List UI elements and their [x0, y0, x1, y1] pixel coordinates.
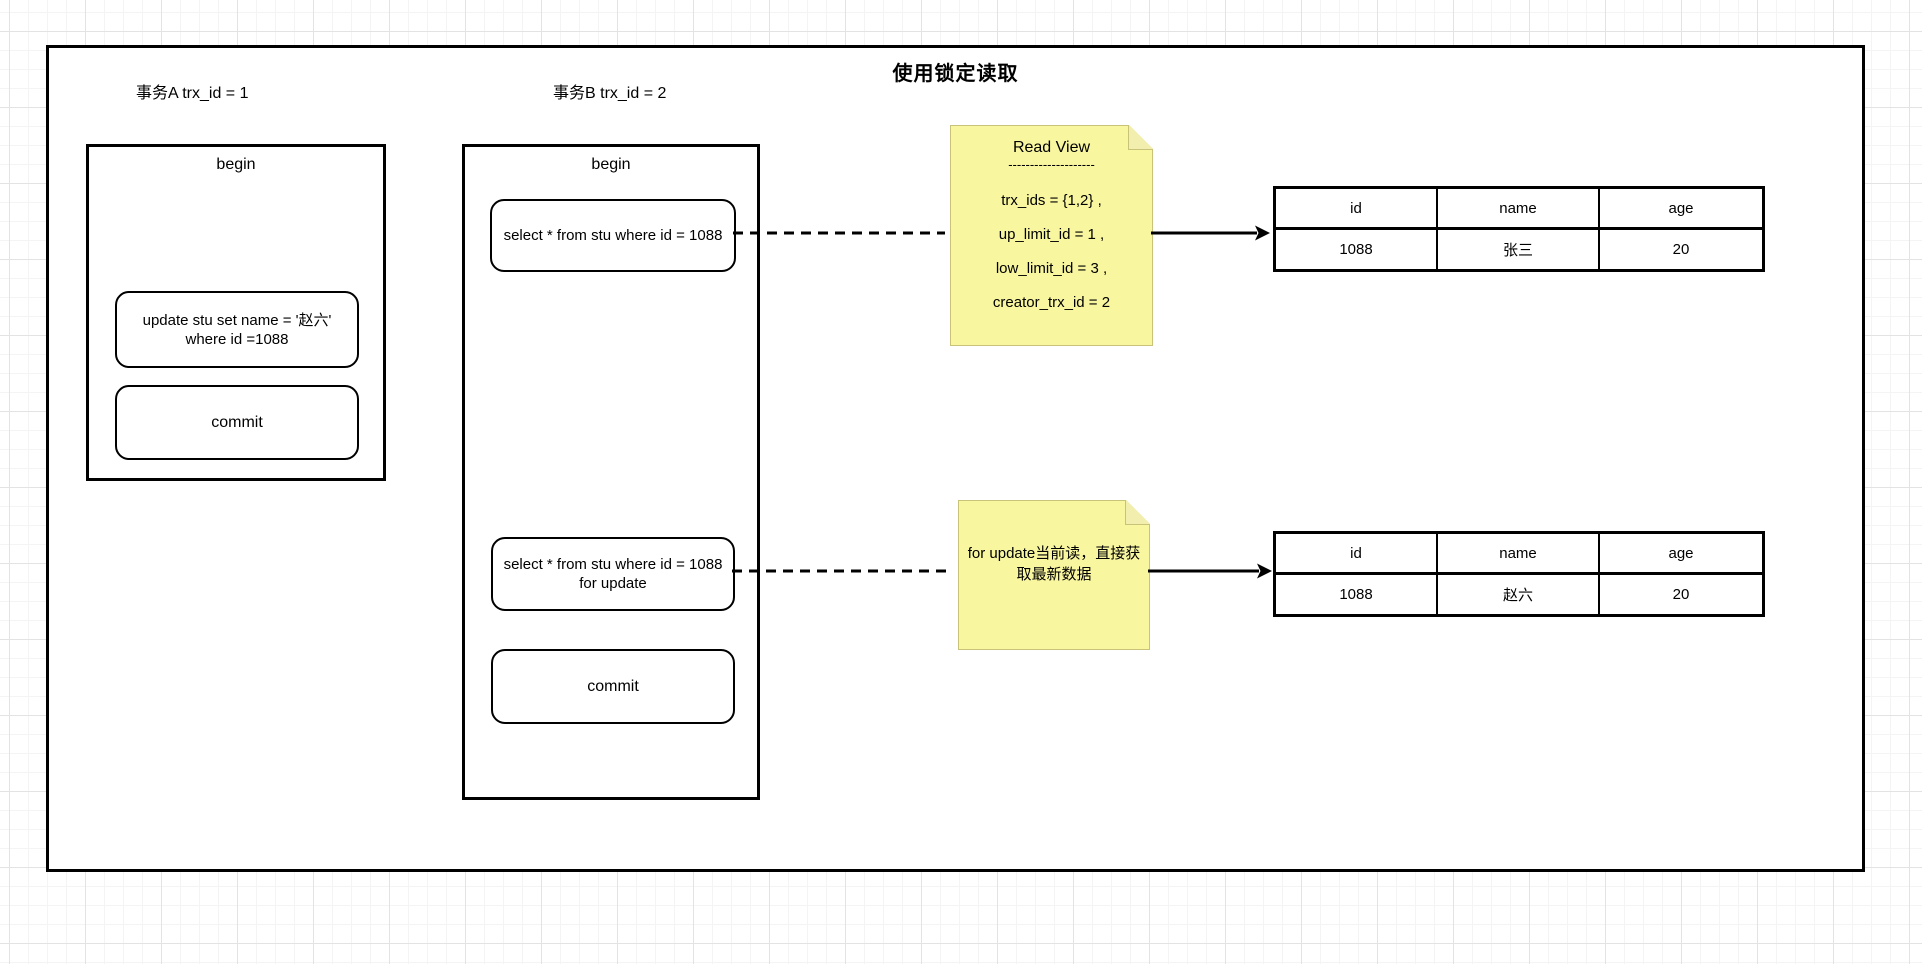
read-view-note-line: low_limit_id = 3 ,	[995, 260, 1108, 277]
read-view-note-line: creator_trx_id = 2	[992, 294, 1111, 311]
transaction-b-box: begin select * from stu where id = 1088 …	[462, 144, 760, 800]
table-cell: 赵六	[1438, 575, 1600, 614]
table-header-cell: id	[1276, 189, 1438, 230]
read-view-note-line: trx_ids = {1,2} ,	[1001, 192, 1102, 209]
diagram-title: 使用锁定读取	[892, 63, 1019, 85]
transaction-a-box: begin update stu set name = '赵六' where i…	[86, 144, 386, 481]
note-fold-corner-icon	[1125, 500, 1150, 525]
table-header-cell: id	[1276, 534, 1438, 575]
update-statement-box: update stu set name = '赵六' where id =108…	[115, 291, 359, 368]
table-cell: 张三	[1438, 230, 1600, 269]
read-view-note-line: up_limit_id = 1 ,	[998, 226, 1105, 243]
read-view-note: Read View -------------------- trx_ids =…	[950, 125, 1153, 346]
read-view-note-title: Read View	[1012, 139, 1091, 156]
table-cell: 20	[1672, 586, 1690, 603]
transaction-a-begin-label: begin	[216, 156, 256, 173]
table-cell: 1088	[1276, 575, 1438, 614]
transaction-b-commit-box: commit	[491, 649, 735, 724]
table-header-cell: age	[1600, 189, 1762, 230]
select-statement-1-box: select * from stu where id = 1088	[490, 199, 736, 272]
read-view-note-separator: --------------------	[1008, 159, 1095, 172]
table-header-cell: name	[1438, 534, 1600, 575]
note-fold-corner-icon	[1128, 125, 1153, 150]
read-view-note-lines: trx_ids = {1,2} , up_limit_id = 1 , low_…	[951, 184, 1152, 320]
transaction-b-begin-label: begin	[591, 156, 631, 173]
transaction-a-label: 事务A trx_id = 1	[136, 85, 249, 102]
result-table-1: id name age 1088 张三 20	[1273, 186, 1765, 272]
transaction-b-label: 事务B trx_id = 2	[553, 85, 667, 102]
table-cell: 20	[1672, 241, 1690, 258]
for-update-note: for update当前读，直接获取最新数据	[958, 500, 1150, 650]
transaction-a-commit-box: commit	[115, 385, 359, 460]
diagram-canvas: 使用锁定读取 事务A trx_id = 1 事务B trx_id = 2 beg…	[46, 45, 1865, 872]
result-table-2: id name age 1088 赵六 20	[1273, 531, 1765, 617]
table-header-cell: name	[1438, 189, 1600, 230]
table-cell: 1088	[1276, 230, 1438, 269]
table-header-cell: age	[1600, 534, 1762, 575]
for-update-note-text: for update当前读，直接获取最新数据	[967, 545, 1141, 583]
select-statement-2-box: select * from stu where id = 1088 for up…	[491, 537, 735, 611]
